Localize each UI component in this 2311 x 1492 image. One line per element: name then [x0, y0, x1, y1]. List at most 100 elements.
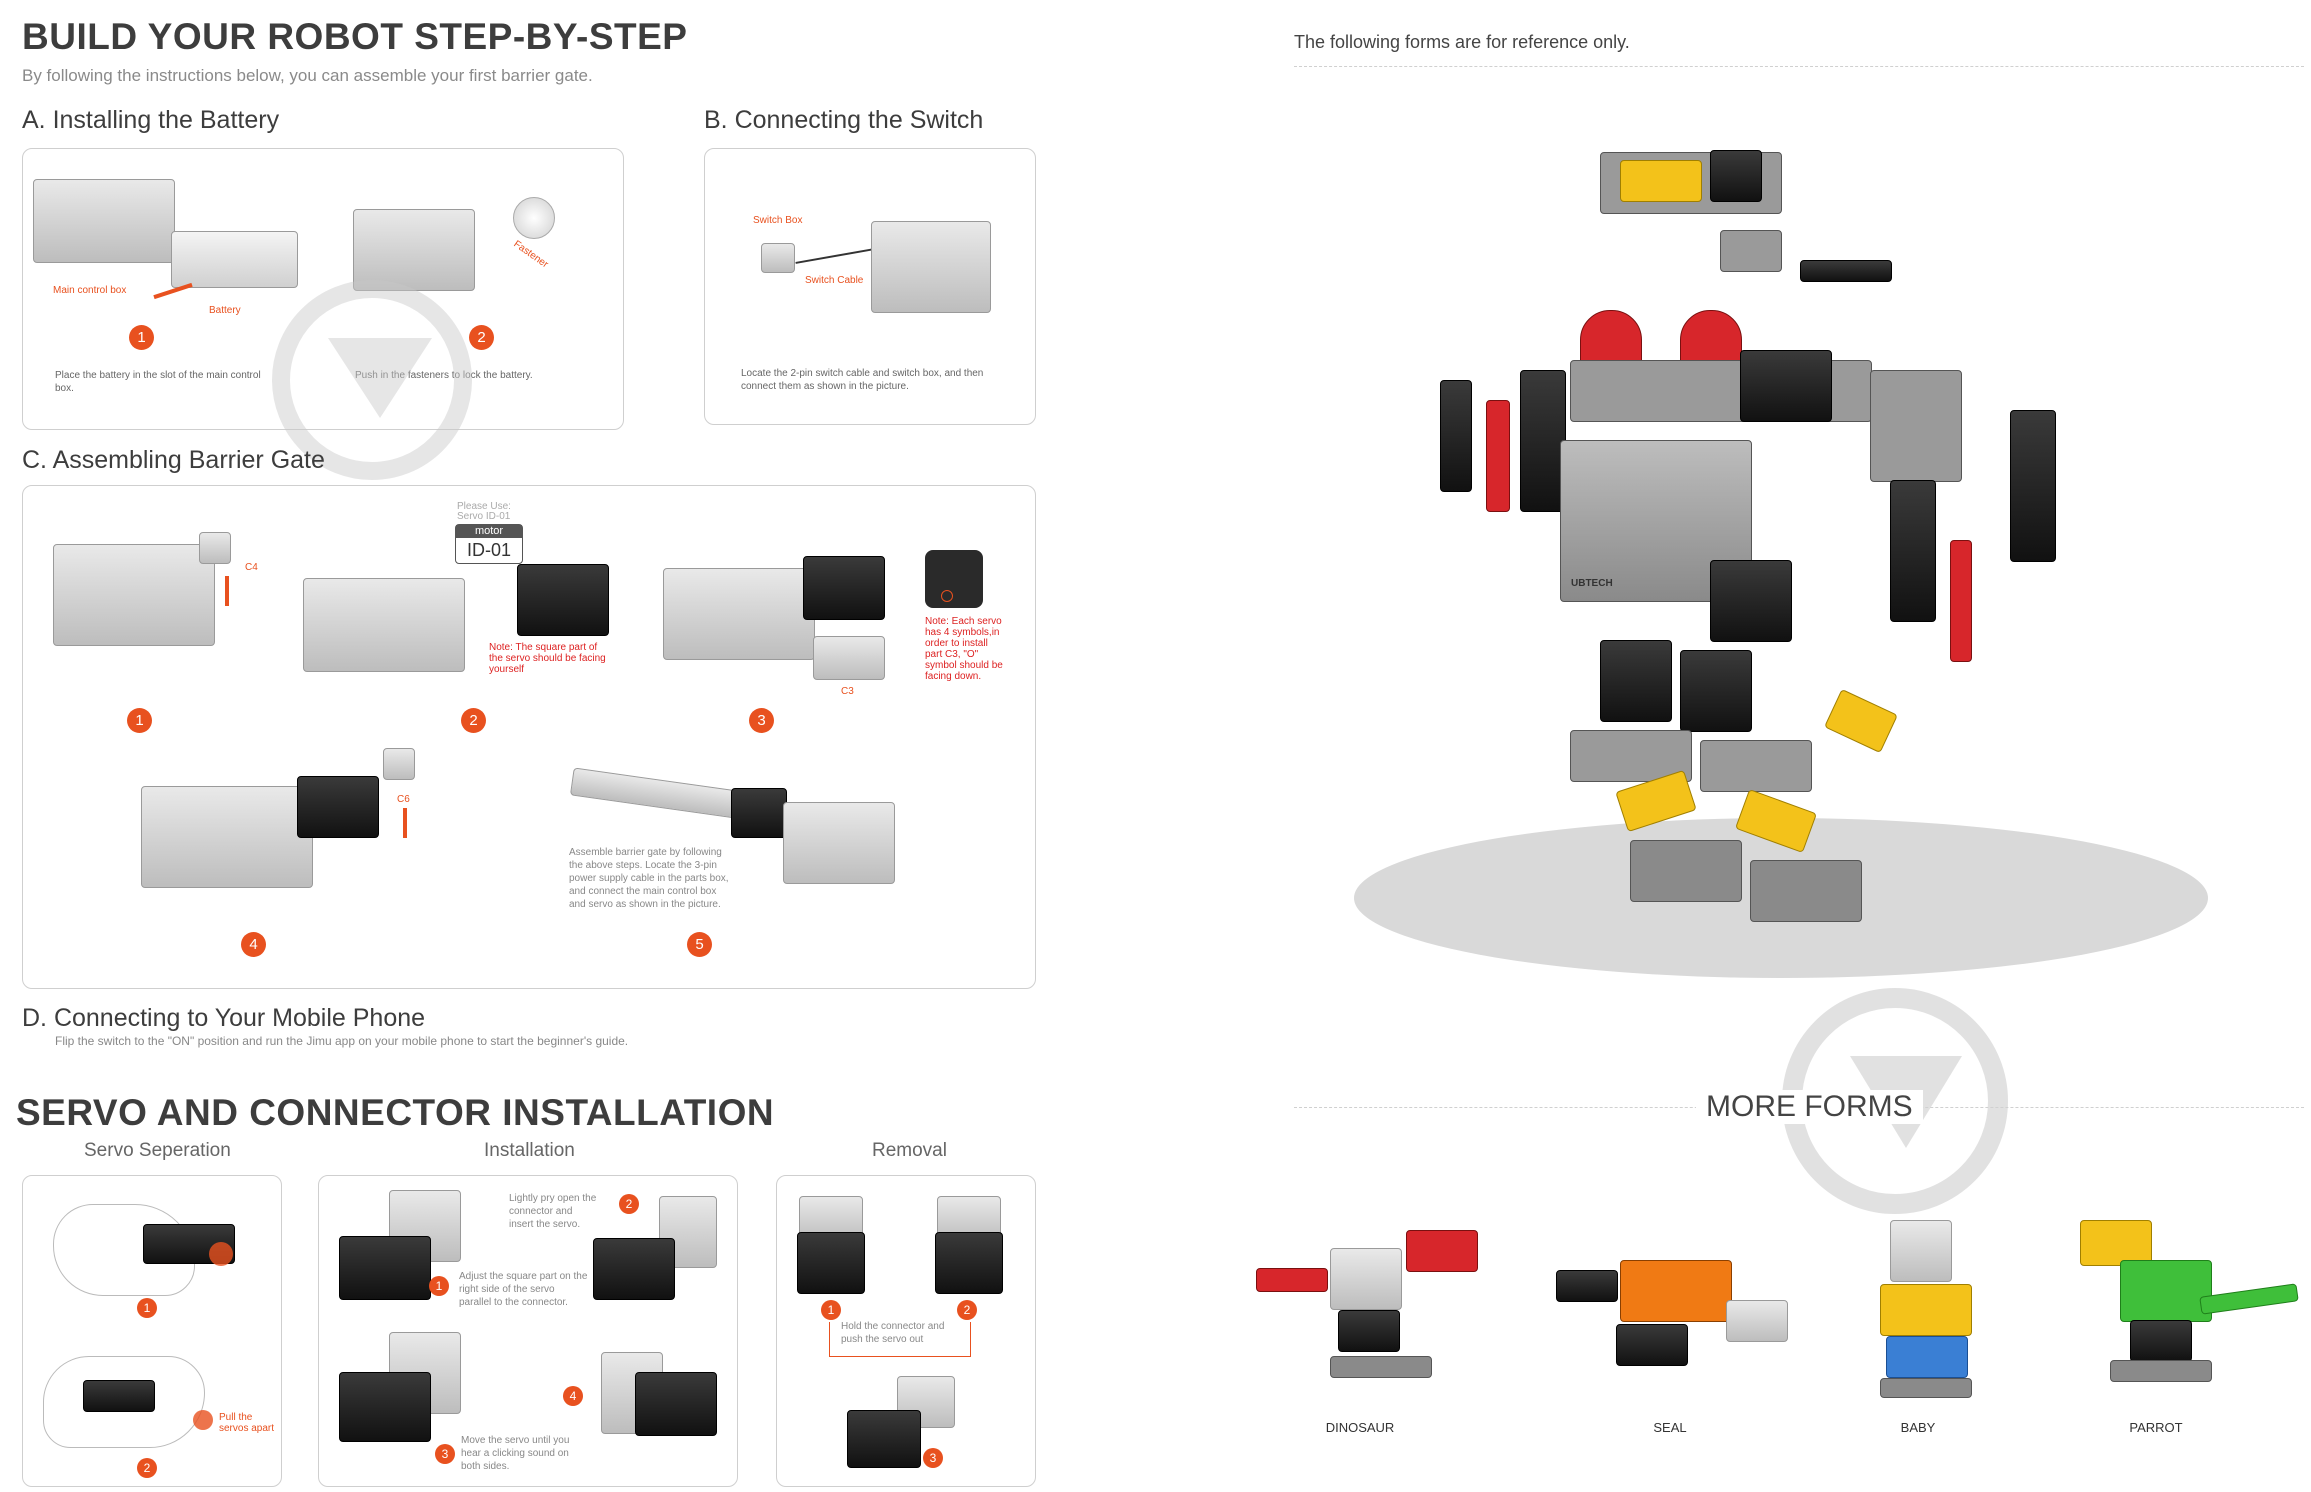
servo-section-title: SERVO AND CONNECTOR INSTALLATION: [16, 1092, 775, 1133]
sep-step-2-badge: 2: [137, 1458, 157, 1478]
please-use-label: Please Use:: [457, 501, 511, 512]
c6-part-image: [383, 748, 415, 780]
servo-image-4: [635, 1372, 717, 1436]
dinosaur-tail: [1256, 1268, 1328, 1292]
dinosaur-feet: [1330, 1356, 1432, 1378]
adjust-caption: Adjust the square part on the right side…: [459, 1271, 588, 1308]
c-step3-note: Note: Each servo has 4 symbols,in order …: [925, 616, 1003, 682]
robot-right-knee: [1700, 740, 1812, 792]
step-1-caption: Place the battery in the slot of the mai…: [55, 370, 261, 394]
locked-box-image: [353, 209, 475, 291]
main-control-box-image: [33, 179, 175, 263]
c-step3-servo-image: [803, 556, 885, 620]
c3-label: C3: [841, 686, 854, 697]
inst-step-3-badge: 3: [435, 1444, 455, 1464]
c6-down-arrow-icon: [403, 808, 407, 838]
c-step5-caption: Assemble barrier gate by following the a…: [569, 847, 729, 910]
form-seal-image: [1556, 1260, 1788, 1380]
fastener-label: Fastener: [511, 238, 551, 271]
page-subtitle: By following the instructions below, you…: [22, 66, 593, 85]
inst-step-1-badge: 1: [429, 1276, 449, 1296]
removal-servo-2: [935, 1232, 1003, 1294]
removal-panel: 1 2 Hold the connector and push the serv…: [776, 1175, 1036, 1487]
baby-head: [1890, 1220, 1952, 1282]
c-step-3-badge: 3: [749, 708, 774, 733]
seal-tail: [1556, 1270, 1618, 1302]
form-seal-label: SEAL: [1653, 1420, 1687, 1435]
c-step5-box-image: [783, 802, 895, 884]
robot-right-arm-servo: [1890, 480, 1936, 622]
section-c-title: C. Assembling Barrier Gate: [22, 446, 325, 474]
switch-box-image: [761, 243, 795, 273]
section-d-text: Flip the switch to the "ON" position and…: [55, 1034, 629, 1048]
robot-right-yellow-part: [1734, 788, 1818, 854]
robot-left-foot: [1630, 840, 1742, 902]
form-baby-image: [1860, 1220, 1990, 1400]
section-b-caption: Locate the 2-pin switch cable and switch…: [741, 368, 984, 392]
baby-body: [1880, 1284, 1972, 1336]
c-step5-servo-image: [731, 788, 787, 838]
robot-right-forearm: [2010, 410, 2056, 562]
servo-symbol-face-image: [925, 550, 983, 608]
robot-right-foot: [1750, 860, 1862, 922]
installation-panel: Lightly pry open the connector and inser…: [318, 1175, 738, 1487]
robot-head-servo: [1710, 150, 1762, 202]
parrot-legs: [2130, 1320, 2192, 1362]
form-dinosaur-label: DINOSAUR: [1325, 1420, 1395, 1435]
removal-bracket-line: [829, 1322, 971, 1357]
seal-base: [1616, 1324, 1688, 1366]
pull-point-icon: [193, 1410, 213, 1430]
c6-label: C6: [397, 794, 410, 805]
robot-right-arm-red: [1950, 540, 1972, 662]
page-title: BUILD YOUR ROBOT STEP-BY-STEP: [22, 16, 688, 57]
top-divider: [1294, 66, 2304, 67]
robot-left-forearm: [1440, 380, 1472, 492]
robot-hip-servo: [1710, 560, 1792, 642]
robot-brand-label: UBTECH: [1571, 578, 1613, 589]
pull-label: Pull the servos apart: [219, 1412, 275, 1434]
control-box-image: [871, 221, 991, 313]
switch-box-label: Switch Box: [753, 215, 803, 226]
c-step3-box-image: [663, 568, 815, 660]
parrot-tail: [2199, 1283, 2299, 1315]
battery-label: Battery: [209, 305, 241, 316]
dinosaur-head: [1406, 1230, 1478, 1272]
servo-col3-title: Removal: [872, 1140, 947, 1161]
servo-image-3: [339, 1372, 431, 1442]
servo-col1-title: Servo Seperation: [84, 1140, 231, 1161]
exploded-robot-image: UBTECH: [1440, 140, 2080, 940]
motor-id-label: ID-01: [466, 540, 511, 560]
c4-down-arrow-icon: [225, 576, 229, 606]
move-caption: Move the servo until you hear a clicking…: [461, 1435, 570, 1472]
motor-id-badge: motor ID-01: [455, 524, 523, 564]
robot-neck-frame: [1720, 230, 1782, 272]
barrier-arm-image: [569, 767, 755, 821]
parrot-head: [2080, 1220, 2152, 1266]
robot-side-yellow-part: [1824, 688, 1898, 754]
section-b-panel: Switch Box Switch Cable Locate the 2-pin…: [704, 148, 1036, 425]
fastener-image: [513, 197, 555, 239]
robot-chest-servo: [1740, 350, 1832, 422]
robot-right-shoulder: [1870, 370, 1962, 482]
section-a-title: A. Installing the Battery: [22, 106, 280, 134]
removal-servo-3: [847, 1410, 921, 1468]
servo-image-1: [339, 1236, 431, 1300]
robot-head-yellow: [1620, 160, 1702, 202]
seal-flipper: [1726, 1300, 1788, 1342]
c-step4-servo-image: [297, 776, 379, 838]
baby-legs: [1886, 1336, 1968, 1378]
c-step-2-badge: 2: [461, 708, 486, 733]
c4-label: C4: [245, 562, 258, 573]
c-step2-note: Note: The square part of the servo shoul…: [489, 642, 606, 675]
step-2-badge: 2: [469, 325, 494, 350]
c-step-5-badge: 5: [687, 932, 712, 957]
parrot-feet: [2110, 1360, 2212, 1382]
main-box-label: Main control box: [53, 285, 127, 296]
servo-pulled-image: [83, 1380, 155, 1412]
rem-step-2-badge: 2: [957, 1300, 977, 1320]
sep-step-1-badge: 1: [137, 1298, 157, 1318]
robot-left-leg-servo: [1600, 640, 1672, 722]
section-c-panel: C4 1 Please Use: Servo ID-01 motor ID-01…: [22, 485, 1036, 989]
form-dinosaur-image: [1256, 1220, 1486, 1390]
section-d-title: D. Connecting to Your Mobile Phone: [22, 1004, 426, 1032]
